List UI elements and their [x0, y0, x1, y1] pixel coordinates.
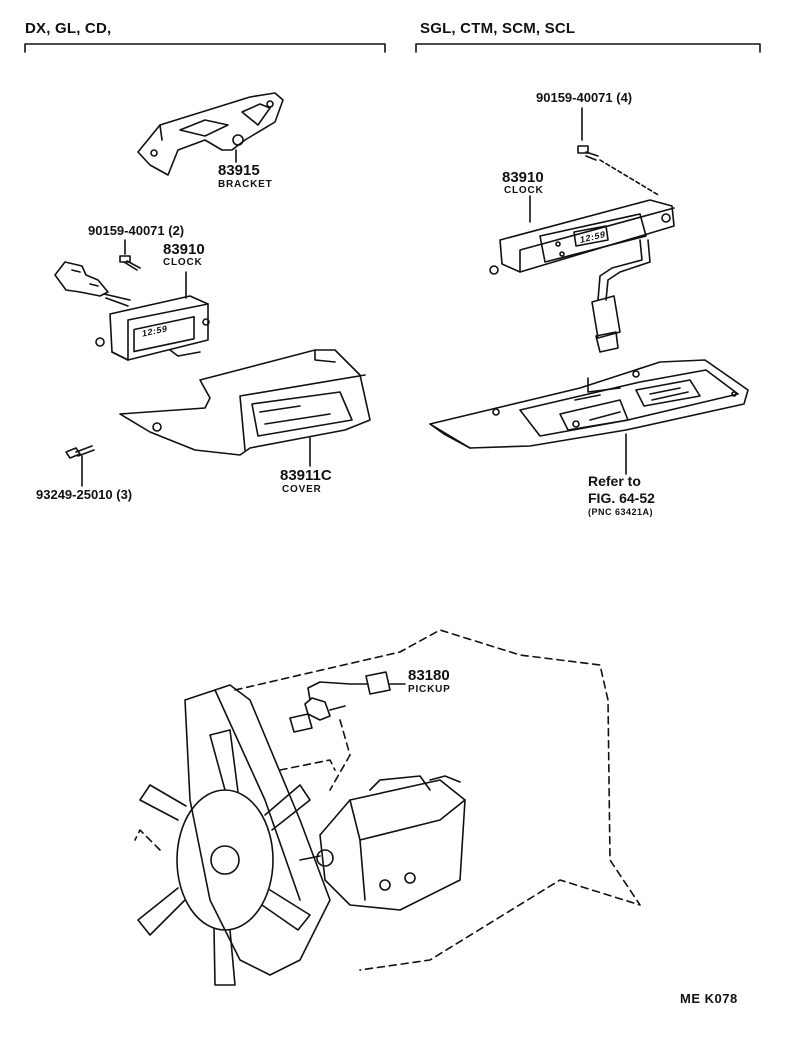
- right-variant-header: SGL, CTM, SCM, SCL: [420, 20, 576, 37]
- refer-pnc-label: (PNC 63421A): [588, 507, 654, 517]
- left-screw-part-number: 90159-40071 (2): [88, 223, 185, 238]
- cover-part-number: 83911C: [280, 467, 332, 484]
- screw-left: [119, 239, 141, 271]
- clock-right: [489, 195, 675, 353]
- bracket-part-number: 83915: [218, 162, 260, 179]
- pickup-part-number: 83180: [408, 667, 450, 684]
- bolt-part-number: 93249-25010 (3): [36, 487, 133, 502]
- right-section-bracket: [415, 43, 761, 53]
- right-screw-part-number: 90159-40071 (4): [536, 90, 633, 105]
- right-clock-part-name: CLOCK: [504, 185, 544, 196]
- engine-outline: [134, 629, 641, 971]
- pickup-83180: [289, 671, 406, 733]
- bracket-part-name: BRACKET: [218, 179, 273, 190]
- screw-right: [577, 107, 661, 197]
- bolt-left: [65, 445, 95, 487]
- figure-code: ME K078: [680, 991, 738, 1006]
- bracket-83915: [137, 92, 284, 176]
- refer-to-label: Refer to: [588, 473, 641, 489]
- console-panel-right: [429, 359, 749, 475]
- injection-pump: [299, 775, 466, 911]
- left-section-bracket: [24, 43, 386, 53]
- right-clock-part-number: 83910: [502, 169, 544, 186]
- left-variant-header: DX, GL, CD,: [25, 20, 112, 37]
- fan-and-pulley: [137, 684, 331, 986]
- cover-83911c: [119, 349, 371, 467]
- refer-figure-label: FIG. 64-52: [588, 490, 655, 506]
- left-clock-part-number: 83910: [163, 241, 205, 258]
- cover-part-name: COVER: [282, 484, 322, 495]
- pickup-part-name: PICKUP: [408, 684, 451, 695]
- left-clock-part-name: CLOCK: [163, 257, 203, 268]
- clock-left: [54, 261, 210, 361]
